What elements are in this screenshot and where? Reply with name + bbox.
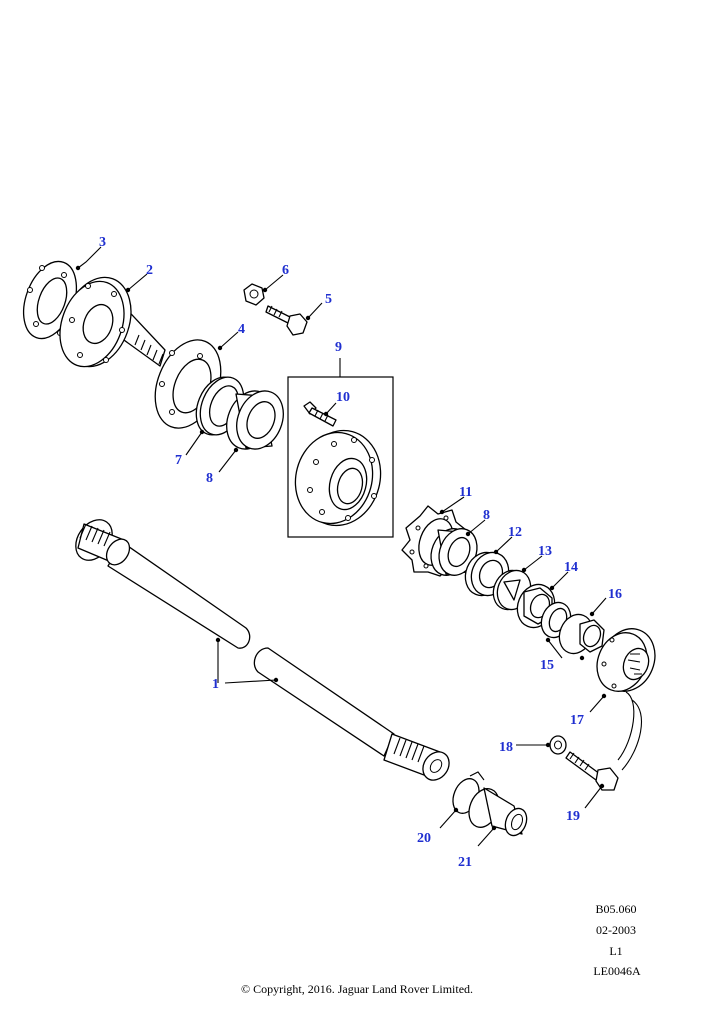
callout-16: 16	[608, 587, 622, 602]
callout-14: 14	[564, 560, 578, 575]
callout-17: 17	[570, 713, 584, 728]
leader-lines	[77, 246, 607, 847]
callout-2: 2	[146, 263, 153, 278]
callout-9: 9	[335, 340, 342, 355]
callout-3: 3	[99, 235, 106, 250]
part-8b-bearing	[430, 528, 478, 576]
part-9-hub	[287, 376, 394, 538]
callout-7: 7	[175, 453, 182, 468]
callout-15: 15	[540, 658, 554, 673]
callout-12: 12	[508, 525, 522, 540]
reference-code: B05.060	[595, 902, 637, 916]
callout-20: 20	[417, 831, 431, 846]
part-3-gasket	[22, 260, 78, 340]
callout-4: 4	[238, 322, 245, 337]
callout-21: 21	[458, 855, 472, 870]
leader-dots	[75, 265, 607, 831]
callout-18: 18	[499, 740, 513, 755]
callout-11: 11	[459, 485, 472, 500]
callout-8a: 8	[206, 471, 213, 486]
reference-date: 02-2003	[596, 923, 636, 937]
part-19-bolt	[565, 751, 619, 791]
part-6-nut	[243, 283, 265, 306]
callout-8b: 8	[483, 508, 490, 523]
part-1-half-shaft	[75, 519, 450, 781]
part-5-bolt	[265, 305, 308, 336]
reference-id: LE0046A	[593, 964, 641, 978]
reference-level: L1	[609, 944, 623, 958]
part-18-washer	[549, 735, 567, 755]
part-10-stud	[303, 401, 337, 427]
callout-19: 19	[566, 809, 580, 824]
part-2-drive-flange	[59, 276, 166, 368]
part-17-drive-member	[596, 628, 656, 771]
callout-1: 1	[212, 677, 219, 692]
part-8-bearing	[226, 390, 284, 450]
callout-labels: 1 2 3 4 5 6 7 8 8 9 10 11 12 13 14 15 16…	[99, 235, 622, 870]
callout-5: 5	[325, 292, 332, 307]
callout-13: 13	[538, 544, 552, 559]
copyright-text: © Copyright, 2016. Jaguar Land Rover Lim…	[240, 982, 474, 996]
part-21-sleeve	[468, 787, 528, 837]
part-16-nut	[558, 613, 605, 655]
copyright-notice: © Copyright, 2016. Jaguar Land Rover Lim…	[0, 982, 724, 997]
callout-10: 10	[336, 390, 350, 405]
callout-6: 6	[282, 263, 289, 278]
part-13-washer	[492, 569, 532, 611]
